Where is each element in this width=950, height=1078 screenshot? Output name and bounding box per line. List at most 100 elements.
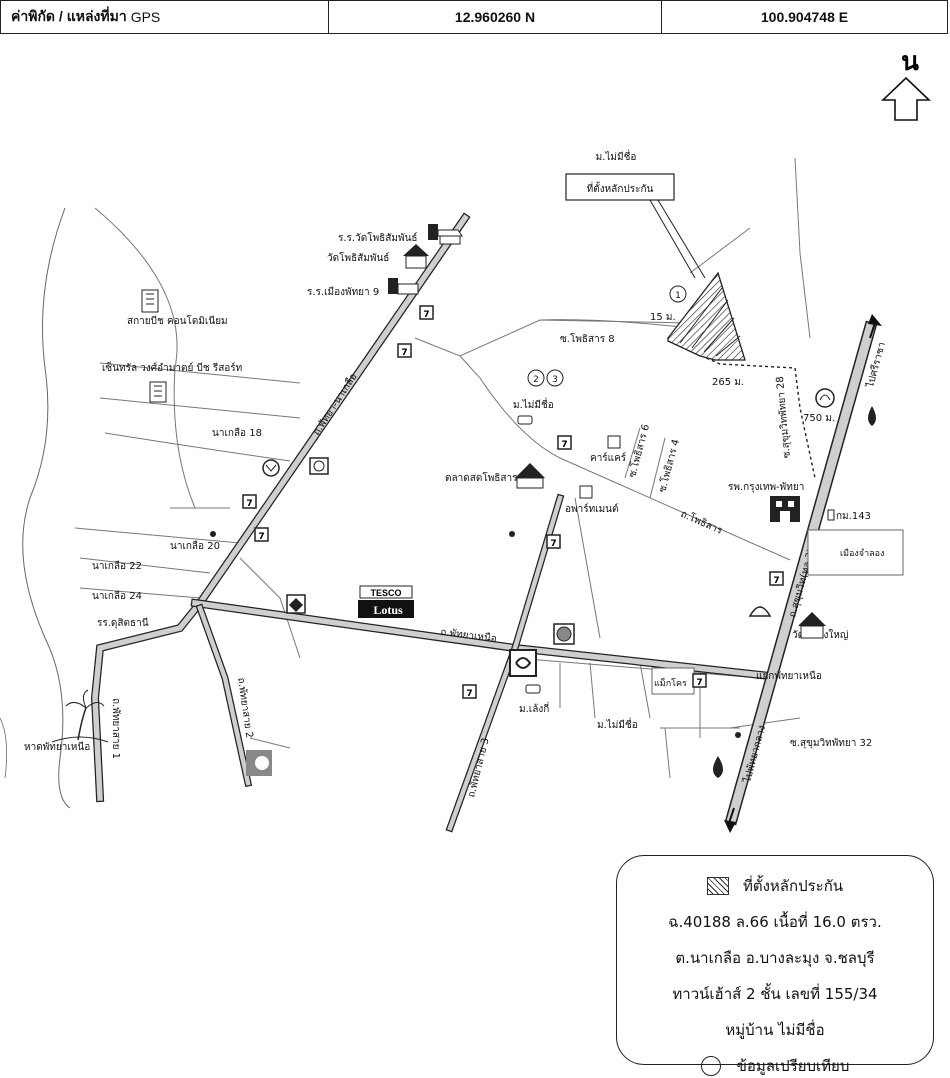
label-moo-noname-2: ม.ไม่มีชื่อ (513, 397, 554, 411)
local-roads (74, 157, 811, 779)
gps-source: GPS (130, 9, 161, 25)
legend-village: หมู่บ้าน ไม่มีชื่อ (725, 1021, 825, 1039)
svg-text:7: 7 (696, 678, 702, 688)
arrow-to-sriracha-icon (868, 314, 882, 339)
main-roads (90, 212, 878, 833)
seven-eleven-icon: 7 (769, 571, 784, 586)
market-icon (515, 463, 545, 489)
svg-text:1: 1 (675, 291, 681, 301)
label-skybeach: สกายบีช คอนโดมิเนียม (127, 314, 228, 327)
svg-text:7: 7 (773, 576, 779, 586)
legend-title: ที่ตั้งหลักประกัน (742, 877, 844, 895)
road-label-soi4: ซ.โพธิสาร 4 (655, 438, 682, 494)
shell-icon (748, 606, 772, 617)
bank-icon (553, 623, 575, 645)
road-label-soi28: ซ.สุขุมวิทพัทยา 28 (775, 376, 793, 459)
circle-symbol-icon (700, 1056, 721, 1076)
seven-eleven-icon: 7 (692, 673, 707, 688)
gps-lat: 12.960260 N (454, 9, 536, 25)
coastline (22, 207, 71, 809)
callout-village: ม.ไม่มีชื่อ (596, 149, 637, 163)
hospital-icon (770, 496, 800, 522)
svg-text:7: 7 (246, 499, 252, 509)
seven-eleven-icon: 7 (546, 534, 561, 549)
school-icon (428, 224, 463, 245)
collateral-callout: ม.ไม่มีชื่อ ที่ตั้งหลักประกัน (565, 149, 706, 279)
marker-3: 3 (546, 369, 564, 387)
marker-1: 1 (669, 285, 687, 303)
label-wat-phot: วัดโพธิสัมพันธ์ (327, 251, 389, 264)
road-label-naklua22: นาเกลือ 22 (92, 560, 142, 572)
label-hospital: รพ.กรุงเทพ-พัทยา (728, 482, 804, 493)
svg-text:TESCO: TESCO (370, 588, 401, 598)
sanctuary-box: เมืองจำลอง (807, 529, 904, 576)
svg-text:7: 7 (466, 689, 472, 699)
temple-icon (798, 612, 826, 639)
legend-compare-row: ข้อมูลเปรียบเทียบ (617, 1054, 933, 1078)
road-label-sai1: ถ.พัทยาสาย 1 (110, 698, 121, 759)
bank-icon (262, 459, 280, 477)
makro-box: แม็กโคร (651, 667, 695, 695)
svg-text:7: 7 (423, 310, 429, 320)
seven-eleven-icon: 7 (419, 305, 434, 320)
junction-dot-icon (735, 732, 741, 738)
gas-station-icon (868, 406, 876, 426)
label-sanctuary: เมืองจำลอง (840, 548, 884, 559)
bank-icon (815, 388, 835, 408)
km-marker-icon (827, 509, 835, 521)
legend-compare: ข้อมูลเปรียบเทียบ (736, 1057, 850, 1075)
svg-text:7: 7 (561, 440, 567, 450)
label-central: เซ็นทรัล วงศ์อำมาตย์ บีช รีสอร์ท (102, 360, 242, 374)
building-icon (141, 289, 159, 313)
bank-icon (286, 594, 306, 614)
road-label-naklua24: นาเกลือ 24 (92, 590, 142, 602)
tesco-lotus-icon: TESCO Lotus (358, 585, 414, 618)
small-building-icon (607, 435, 621, 449)
label-market: ตลาดสดโพธิสาร (445, 471, 518, 484)
legend-deed: ฉ.40188 ล.66 เนื้อที่ 16.0 ตรว. (668, 913, 882, 931)
location-map: น (0, 47, 931, 833)
car-icon (517, 415, 533, 425)
gps-lon-cell: 100.904748 E (662, 1, 947, 33)
distance-750m: 750 ม. (803, 413, 835, 424)
road-label-soi6: ซ.โพธิสาร 6 (625, 423, 652, 479)
label-carcare: คาร์แคร์ (590, 452, 627, 464)
label-dusit: รร.ดุสิตธานี (97, 617, 149, 629)
hatch-swatch-icon (706, 877, 729, 895)
svg-text:2: 2 (533, 375, 539, 385)
gps-lat-cell: 12.960260 N (329, 1, 662, 33)
label-junction: แยกพัทยาเหนือ (756, 670, 822, 682)
gas-station-icon (713, 756, 723, 778)
legend-building: ทาวน์เฮ้าส์ 2 ชั้น เลขที่ 155/34 (672, 985, 878, 1003)
north-label: น (901, 47, 919, 77)
label-apartment: อพาร์ทเมนต์ (565, 503, 619, 515)
legend: ที่ตั้งหลักประกัน ฉ.40188 ล.66 เนื้อที่ … (616, 855, 934, 1076)
building-icon (149, 381, 167, 403)
label-moo-noname-3: ม.ไม่มีชื่อ (597, 717, 638, 731)
label-school-muang: ร.ร.เมืองพัทยา 9 (307, 286, 379, 298)
road-label-naklua20: นาเกลือ 20 (170, 540, 220, 552)
bank-icon (246, 750, 272, 776)
svg-text:Lotus: Lotus (373, 603, 403, 617)
small-building-icon (579, 485, 593, 499)
road-label-soi32: ซ.สุขุมวิทพัทยา 32 (790, 738, 872, 749)
label-km143: กม.143 (836, 511, 871, 522)
callout-box-label: ที่ตั้งหลักประกัน (587, 181, 654, 195)
small-marker-icon (509, 531, 515, 537)
seven-eleven-icon: 7 (462, 684, 477, 699)
distance-265m: 265 ม. (712, 377, 744, 388)
bank-icon (509, 649, 537, 677)
north-arrow-icon: น (881, 47, 931, 121)
label-makro: แม็กโคร (654, 676, 687, 689)
seven-eleven-icons: 7 7 7 7 7 7 7 7 7 (242, 305, 784, 699)
road-label-naklua18: นาเกลือ 18 (212, 427, 262, 439)
label-school-wat-phot: ร.ร.วัดโพธิสัมพันธ์ (338, 231, 418, 244)
legend-title-row: ที่ตั้งหลักประกัน (617, 874, 933, 898)
coastline-sea (0, 717, 8, 779)
car-icon (525, 684, 541, 694)
collateral-parcels (667, 271, 746, 361)
svg-text:7: 7 (258, 532, 264, 542)
bank-icon (309, 457, 329, 475)
seven-eleven-icon: 7 (557, 435, 572, 450)
label-moo-lengki: ม.เล้งกี่ (519, 701, 549, 715)
